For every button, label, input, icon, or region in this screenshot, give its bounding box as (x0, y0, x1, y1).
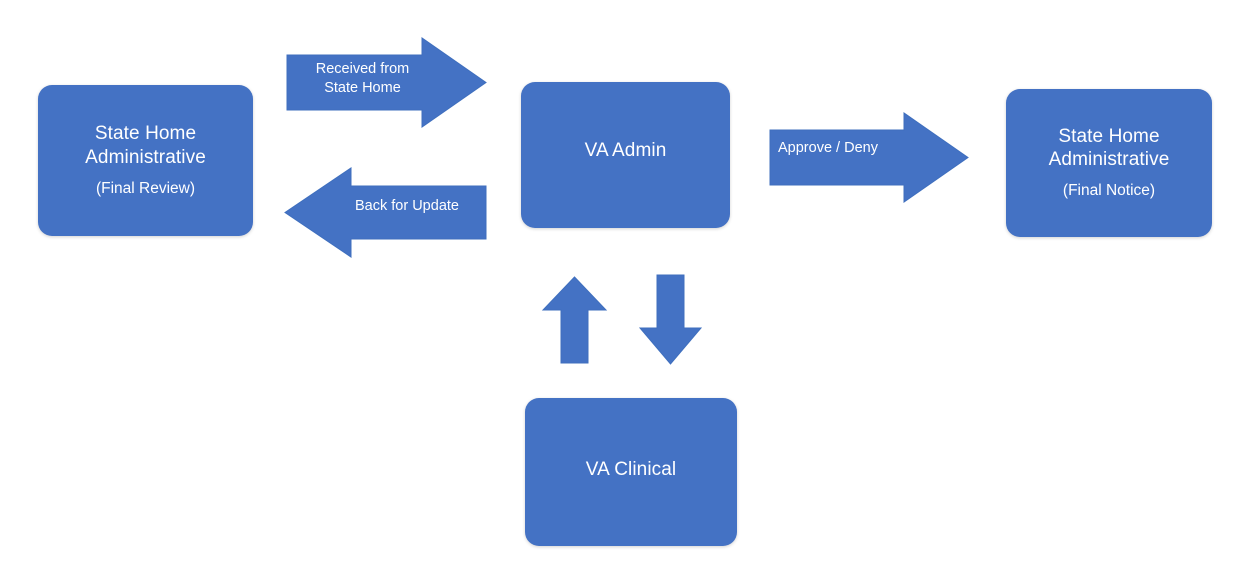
arrow-down-admin-to-clinical[interactable] (638, 274, 703, 365)
node-va-admin[interactable]: VA Admin (521, 82, 730, 228)
node-va-clinical[interactable]: VA Clinical (525, 398, 737, 546)
arrow-up-clinical-to-admin[interactable] (541, 276, 608, 364)
arrow-right-approve-deny[interactable] (769, 112, 969, 203)
node-title: State Home Administrative (85, 123, 206, 168)
node-title: VA Admin (584, 140, 667, 162)
node-state-home-administrative-final-notice[interactable]: State Home Administrative (Final Notice) (1006, 89, 1212, 237)
node-state-home-administrative-final-review[interactable]: State Home Administrative (Final Review) (38, 85, 253, 236)
arrow-right-received-from-state-home[interactable] (286, 37, 487, 128)
node-subtitle: (Final Notice) (1062, 182, 1156, 200)
node-subtitle: (Final Review) (95, 179, 196, 197)
arrow-left-back-for-update[interactable] (284, 167, 487, 258)
node-title: VA Clinical (585, 459, 677, 481)
node-title: State Home Administrative (1048, 125, 1170, 171)
